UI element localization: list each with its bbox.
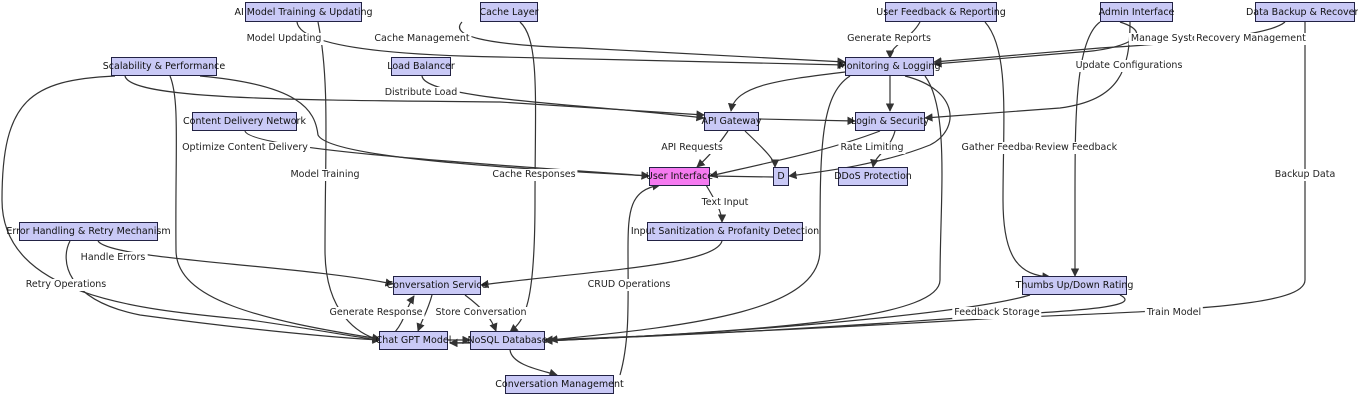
- edge-feedback-to-thumbs: [984, 21, 1051, 281]
- node-conversation-service[interactable]: Conversation Service: [387, 276, 487, 295]
- edge-monitoring-to-d: [788, 75, 951, 180]
- edge-label-distribute-load: Distribute Load: [382, 87, 460, 99]
- edge-label-cache-responses: Cache Responses: [490, 169, 578, 181]
- node-data-backup-recovery[interactable]: Data Backup & Recovery: [1246, 2, 1358, 22]
- edge-conv-to-chatgpt: [416, 294, 433, 332]
- node-admin-interface[interactable]: Admin Interface: [1099, 2, 1174, 22]
- edge-label-model-training: Model Training: [288, 169, 362, 181]
- edge-label-update-configurations: Update Configurations: [1073, 60, 1185, 72]
- edge-lb-to-api: [421, 75, 705, 122]
- edge-label-gather-feedback: Gather Feedback: [959, 142, 1045, 154]
- node-ai-model-training[interactable]: AI Model Training & Updating: [234, 2, 373, 22]
- node-user-feedback-reporting[interactable]: User Feedback & Reporting: [876, 2, 1006, 22]
- edge-ai-training-to-monitoring: [296, 21, 846, 70]
- edge-error-to-chatgpt: [65, 240, 381, 344]
- edge-api-to-d: [744, 130, 780, 168]
- edge-login-to-ui: [709, 130, 881, 179]
- edge-label-backup-data: Backup Data: [1272, 169, 1338, 181]
- edge-label-cache-management: Cache Management: [372, 33, 472, 45]
- node-login-security[interactable]: Login & Security: [851, 112, 929, 131]
- edge-label-optimize-content-delivery: Optimize Content Delivery: [180, 142, 310, 154]
- node-content-delivery-network[interactable]: Content Delivery Network: [183, 112, 306, 131]
- node-api-gateway[interactable]: API Gateway: [702, 112, 762, 131]
- edge-monitoring-to-chatgpt: [549, 75, 851, 344]
- edge-thumbs-to-chatgpt: [449, 294, 1126, 348]
- edge-label-review-feedback: Review Feedback: [1032, 142, 1120, 154]
- edge-cdn-to-ui: [244, 130, 650, 180]
- node-thumbs-rating[interactable]: Thumbs Up/Down Rating: [1016, 276, 1133, 295]
- node-chat-gpt-model[interactable]: Chat GPT Model: [376, 331, 451, 350]
- edge-scalability-to-api: [124, 75, 705, 119]
- edge-admin-to-monitoring: [933, 21, 1137, 68]
- edge-label-text-input: Text Input: [699, 197, 751, 209]
- node-error-handling-retry[interactable]: Error Handling & Retry Mechanism: [6, 222, 171, 241]
- node-user-interface[interactable]: User Interface: [646, 167, 713, 186]
- edge-nosql-to-convmgmt: [509, 349, 558, 377]
- edge-api-to-login: [758, 116, 856, 126]
- edge-cache-to-monitoring: [458, 21, 846, 66]
- edge-scalability-to-chatgpt-mid: [169, 75, 381, 342]
- node-cache-layer[interactable]: Cache Layer: [479, 2, 539, 22]
- node-d[interactable]: D: [773, 167, 789, 186]
- node-input-sanitization[interactable]: Input Sanitization & Profanity Detection: [631, 222, 819, 241]
- edge-ui-to-d: [709, 175, 774, 178]
- edge-label-generate-response: Generate Response: [327, 307, 425, 319]
- node-ddos-protection[interactable]: DDoS Protection: [834, 167, 912, 186]
- edge-label-rate-limiting: Rate Limiting: [838, 142, 906, 154]
- edge-label-recovery-management: Recovery Management: [1194, 33, 1308, 45]
- edge-label-handle-errors: Handle Errors: [78, 252, 148, 264]
- edge-label-feedback-storage: Feedback Storage: [952, 307, 1042, 319]
- node-scalability-performance[interactable]: Scalability & Performance: [103, 57, 225, 76]
- edge-label-model-updating: Model Updating: [244, 33, 324, 45]
- edge-error-to-conv: [97, 240, 394, 287]
- edge-input-to-conv: [480, 240, 723, 289]
- edge-label-retry-operations: Retry Operations: [23, 279, 109, 291]
- node-load-balancer[interactable]: Load Balancer: [387, 57, 455, 76]
- edge-ai-training-to-chatgpt: [317, 21, 381, 343]
- edge-label-generate-reports: Generate Reports: [845, 33, 933, 45]
- edge-label-api-requests: API Requests: [659, 142, 725, 154]
- node-nosql-database[interactable]: NoSQL Database: [467, 331, 548, 350]
- node-monitoring-logging[interactable]: Monitoring & Logging: [839, 57, 940, 76]
- edge-label-manage-system: Manage System: [1128, 33, 1210, 45]
- edge-label-store-conversation: Store Conversation: [433, 307, 529, 319]
- edge-admin-to-thumbs: [1070, 21, 1101, 277]
- node-conversation-management[interactable]: Conversation Management: [495, 375, 624, 394]
- edge-label-crud-operations: CRUD Operations: [585, 279, 673, 291]
- edge-convmgmt-to-ui: [619, 182, 661, 376]
- edge-label-train-model: Train Model: [1144, 307, 1204, 319]
- edge-monitoring-to-api: [728, 71, 846, 112]
